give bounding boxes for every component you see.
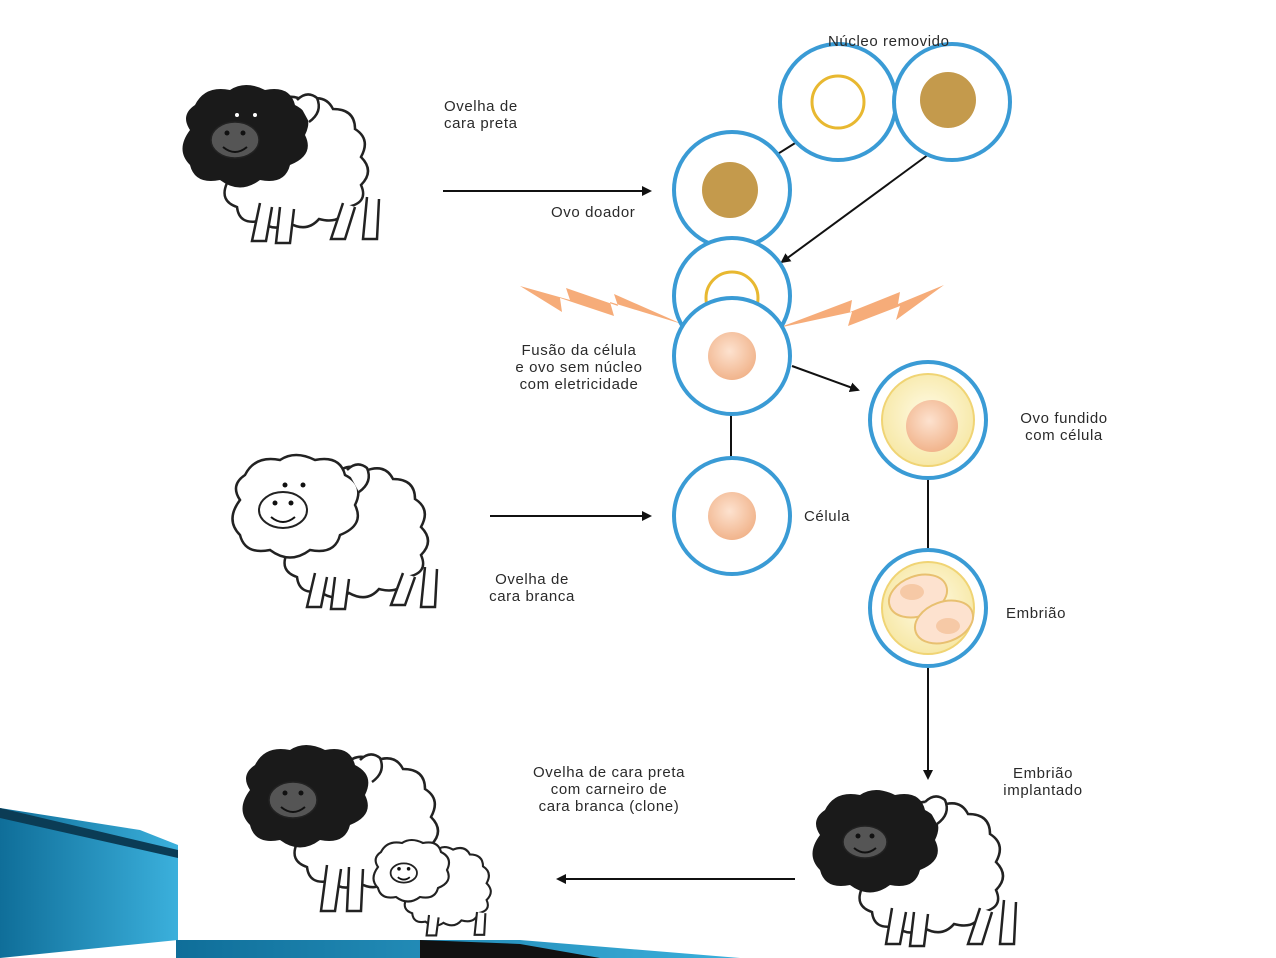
- label-nucleo-removido: Núcleo removido: [828, 33, 950, 50]
- corner-decoration: [0, 808, 740, 958]
- label-white-sheep: Ovelha de cara branca: [489, 571, 575, 605]
- label-clone: Ovelha de cara preta com carneiro de car…: [532, 764, 686, 815]
- arrow-nucleus-to-fusion: [780, 145, 941, 264]
- label-fusao: Fusão da célula e ovo sem núcleo com ele…: [515, 342, 643, 393]
- label-black-sheep: Ovelha de cara preta: [444, 98, 518, 132]
- cell-body-cell: [672, 456, 792, 576]
- cell-embryo: [868, 548, 988, 668]
- label-ovo-doador: Ovo doador: [551, 204, 636, 221]
- label-celula: Célula: [804, 508, 851, 525]
- cell-fusion-body: [672, 296, 792, 416]
- label-embriao: Embrião: [1006, 605, 1067, 622]
- mother-with-clone-icon: [242, 745, 492, 937]
- label-ovo-fundido: Ovo fundido com célula: [1020, 410, 1108, 444]
- cell-donor-egg: [672, 130, 792, 250]
- implanted-sheep-icon: [812, 790, 1018, 948]
- white-faced-sheep-icon: [231, 453, 439, 611]
- cell-removed-nucleus: [892, 42, 1012, 162]
- electric-spark-icon: [520, 285, 944, 328]
- black-faced-sheep-icon: [182, 85, 381, 245]
- cell-fused-egg: [868, 360, 988, 480]
- label-embriao-implantado: Embrião implantado: [1003, 765, 1083, 799]
- cell-nucleus-removed: [778, 42, 898, 162]
- arrow-fusion-to-fused: [791, 365, 860, 392]
